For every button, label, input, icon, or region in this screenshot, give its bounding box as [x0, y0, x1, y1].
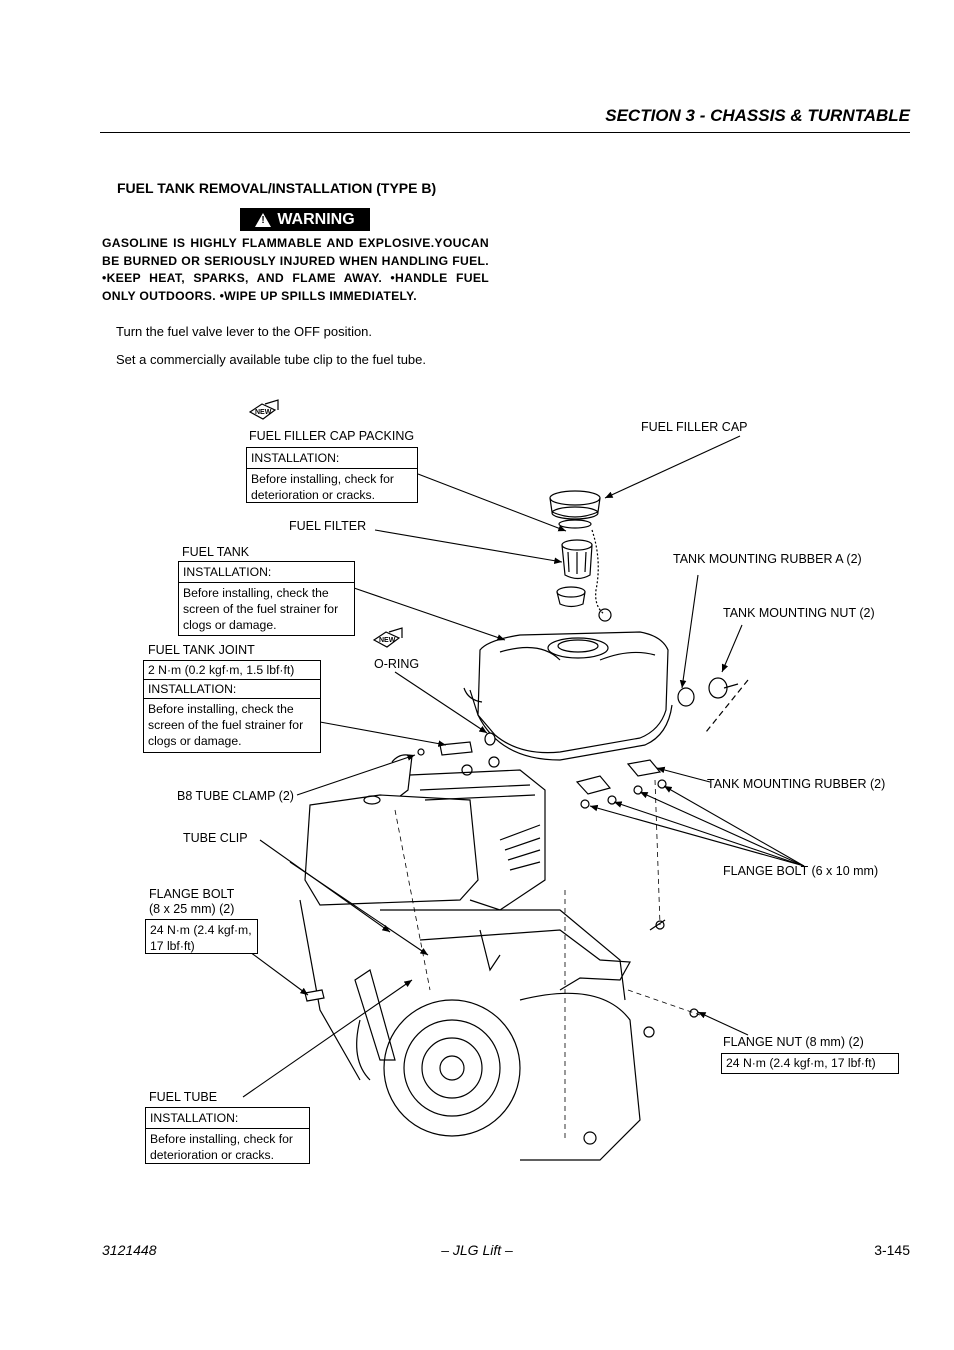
footer-doc-number: 3121448 [102, 1242, 157, 1258]
label-fuel-tank-joint: FUEL TANK JOINT [148, 643, 255, 657]
box-fuel-tank-body: Before installing, check the screen of t… [183, 586, 339, 632]
new-badge-1: NEW [255, 409, 272, 416]
box-fuel-tube: INSTALLATION: Before installing, check f… [145, 1107, 310, 1164]
label-tank-mounting-nut: TANK MOUNTING NUT (2) [723, 606, 875, 620]
box-cap-packing: INSTALLATION: Before installing, check f… [246, 447, 418, 503]
step-2: Set a commercially available tube clip t… [116, 352, 427, 367]
page-title: FUEL TANK REMOVAL/INSTALLATION (TYPE B) [117, 180, 437, 196]
label-flange-bolt-8x25-line2: (8 x 25 mm) (2) [149, 902, 235, 916]
box-divider [146, 1128, 309, 1129]
box-tank-joint-torque: 2 N·m (0.2 kgf·m, 1.5 lbf·ft) [144, 661, 320, 680]
label-o-ring: O-RING [374, 657, 420, 671]
label-flange-bolt-6x10: FLANGE BOLT (6 x 10 mm) [723, 864, 879, 878]
label-fuel-filler-cap: FUEL FILLER CAP [641, 420, 748, 434]
section-header: SECTION 3 - CHASSIS & TURNTABLE [605, 106, 910, 125]
footer-page-number: 3-145 [874, 1242, 910, 1258]
box-tank-joint: 2 N·m (0.2 kgf·m, 1.5 lbf·ft) INSTALLATI… [143, 660, 321, 753]
warning-badge: ! WARNING [240, 208, 370, 231]
box-cap-packing-body: Before installing, check for deteriorati… [251, 472, 394, 502]
footer-center: – JLG Lift – [441, 1242, 513, 1258]
box-fuel-tank: INSTALLATION: Before installing, check t… [178, 561, 355, 636]
box-fuel-tube-body: Before installing, check for deteriorati… [150, 1132, 293, 1162]
label-fuel-tube: FUEL TUBE [149, 1090, 218, 1104]
warning-badge-label: WARNING [277, 210, 355, 228]
box-flange-nut-torque: 24 N·m (2.4 kgf·m, 17 lbf·ft) [721, 1053, 899, 1074]
step-1: Turn the fuel valve lever to the OFF pos… [116, 324, 373, 339]
label-tank-mounting-rubber: TANK MOUNTING RUBBER (2) [707, 777, 886, 791]
label-fuel-filler-cap-packing: FUEL FILLER CAP PACKING [249, 429, 415, 443]
label-tank-mounting-rubber-a: TANK MOUNTING RUBBER A (2) [673, 552, 862, 566]
label-flange-bolt-8x25-line1: FLANGE BOLT [149, 887, 235, 901]
label-fuel-filter: FUEL FILTER [289, 519, 367, 533]
box-tank-joint-body: Before installing, check the screen of t… [144, 698, 320, 751]
box-cap-packing-head: INSTALLATION: [251, 451, 340, 465]
box-divider [179, 582, 354, 583]
box-fuel-tank-head: INSTALLATION: [183, 565, 272, 579]
label-tube-clip: TUBE CLIP [183, 831, 248, 845]
box-flange-bolt-torque: 24 N·m (2.4 kgf·m, 17 lbf·ft) [145, 919, 258, 954]
label-flange-nut: FLANGE NUT (8 mm) (2) [723, 1035, 864, 1049]
warning-text: GASOLINE IS HIGHLY FLAMMABLE AND EXPLOSI… [102, 236, 489, 303]
box-tank-joint-head: INSTALLATION: [148, 682, 237, 696]
label-fuel-tank: FUEL TANK [182, 545, 250, 559]
box-divider [247, 468, 417, 469]
new-badge-2: NEW [379, 637, 396, 644]
warning-icon: ! [255, 212, 272, 227]
box-fuel-tube-head: INSTALLATION: [150, 1111, 239, 1125]
header-rule [100, 132, 910, 133]
label-b8-tube-clamp: B8 TUBE CLAMP (2) [177, 789, 294, 803]
